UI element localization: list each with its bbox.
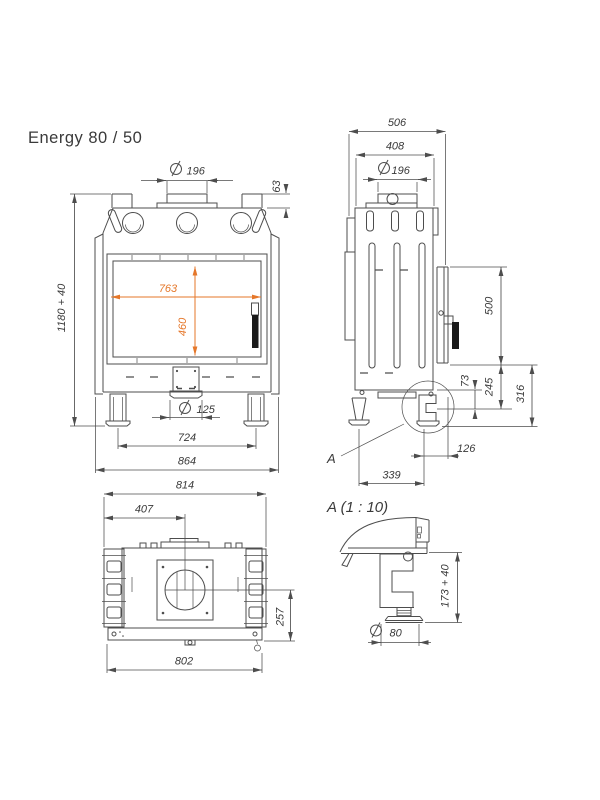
detail-leader-line <box>340 423 405 457</box>
back-panel-lower <box>344 251 356 341</box>
dim-front-overall-width: 864 <box>95 397 279 473</box>
dim-text-leg-height: 173 + 40 <box>440 564 452 608</box>
top-flue-outlet <box>156 559 295 621</box>
convection-slot <box>368 242 376 369</box>
top-side-brackets <box>102 548 268 628</box>
dim-top-flue-center: 407 <box>104 504 186 590</box>
dim-text-center-to-back: 257 <box>275 607 287 627</box>
glass-door <box>106 253 268 365</box>
front-lip <box>341 553 354 568</box>
dim-text-top-width: 814 <box>176 480 194 492</box>
dim-text-flange-height: 73 <box>460 374 472 387</box>
side-view: A 506 408 196 <box>326 117 538 486</box>
dim-text-glass-height: 460 <box>177 317 189 336</box>
dim-text-overall-height: 1180 + 40 <box>56 283 68 332</box>
corner-vent-left <box>107 209 123 233</box>
side-wings <box>94 233 280 395</box>
dim-text-overall-depth: 506 <box>388 117 407 129</box>
dim-text-glass-width: 763 <box>159 283 178 295</box>
dim-side-flue-diameter: 196 <box>363 159 431 192</box>
diameter-symbol <box>378 159 390 176</box>
detail-leg <box>379 553 424 623</box>
back-panel-upper <box>346 217 356 253</box>
front-leg <box>416 394 440 427</box>
dim-side-flange-height: 73 <box>437 374 512 419</box>
top-view: 814 407 257 802 <box>102 480 295 673</box>
diameter-symbol <box>370 622 382 638</box>
dim-intake-diameter: 125 <box>152 399 220 420</box>
dim-text-collar-height: 63 <box>271 180 283 193</box>
top-body <box>121 538 263 629</box>
side-collar <box>365 193 418 209</box>
dim-text-base-height: 316 <box>515 384 527 403</box>
foot-plate <box>384 616 424 623</box>
back-leg <box>348 397 370 426</box>
dim-text-side-flue-diameter: 196 <box>392 165 411 177</box>
intake-tray <box>169 390 203 399</box>
dim-feet-spacing-front: 724 <box>117 428 257 449</box>
side-door <box>436 266 459 364</box>
front-view: 1180 + 40 196 63 763 460 <box>56 160 290 473</box>
flue-collar-front <box>166 193 208 204</box>
dim-detail-leg-height: 173 + 40 <box>425 552 462 623</box>
top-front-strip <box>107 627 263 652</box>
dim-top-overall-width: 814 <box>103 480 267 547</box>
diameter-symbol <box>179 399 191 416</box>
dim-side-body-depth: 408 <box>355 141 435 206</box>
dim-text-intake-diameter: 125 <box>197 404 216 416</box>
front-body <box>94 207 280 395</box>
corner-vent-right <box>251 209 267 233</box>
side-body <box>344 207 439 391</box>
page-title: Energy 80 / 50 <box>28 129 142 147</box>
dim-text-flue-diameter: 196 <box>187 166 206 178</box>
dim-text-feet-spacing: 724 <box>178 432 196 444</box>
detail-view: A (1 : 10) 173 + 40 <box>326 499 462 646</box>
damper-knob <box>386 193 399 205</box>
convection-slot <box>418 242 426 369</box>
door-hinge <box>251 302 259 316</box>
dim-text-front-width: 802 <box>175 656 193 668</box>
dim-text-foot-diameter: 80 <box>390 628 403 640</box>
door-handle-side <box>452 322 459 349</box>
dim-text-overall-width: 864 <box>178 456 196 468</box>
dim-side-glass-height: 500 <box>450 266 507 365</box>
door-handle <box>252 315 259 348</box>
dim-text-side-feet-spacing: 339 <box>382 470 400 482</box>
dim-text-front-offset: 126 <box>457 443 476 455</box>
convection-slot <box>393 242 401 369</box>
detail-body-profile <box>339 517 430 568</box>
dim-side-feet-spacing: 339 <box>358 429 424 486</box>
detail-marker-circle <box>401 380 455 434</box>
front-legs <box>105 393 269 427</box>
dim-top-center-to-back: 257 <box>264 590 295 642</box>
dim-side-front-offset: 126 <box>411 397 476 486</box>
front-lower-panel <box>126 366 260 399</box>
dim-side-base-height: 316 <box>442 365 538 427</box>
dim-text-lower-height: 245 <box>484 377 496 397</box>
dim-front-overall-height: 1180 + 40 <box>56 193 111 427</box>
chain-ring <box>254 644 261 652</box>
air-outlet-circles <box>122 212 252 234</box>
dim-glass-width: 763 <box>111 283 261 300</box>
detail-title: A (1 : 10) <box>326 499 388 516</box>
dim-front-collar-height: 63 <box>262 180 290 218</box>
dim-detail-foot-diameter: 80 <box>368 622 431 646</box>
diameter-symbol <box>170 160 182 177</box>
dim-front-flue-diameter: 196 <box>141 160 233 193</box>
detail-label: A <box>326 451 336 466</box>
dim-glass-height: 460 <box>177 266 198 356</box>
front-top-plate <box>111 193 263 209</box>
dim-side-overall-depth: 506 <box>348 117 446 265</box>
side-base: A <box>326 380 455 466</box>
dim-text-side-glass-height: 500 <box>484 296 496 315</box>
dim-text-body-depth: 408 <box>386 141 405 153</box>
dim-side-lower-height: 245 <box>450 364 538 409</box>
dim-text-flue-center: 407 <box>135 504 154 516</box>
dim-top-front-width: 802 <box>106 644 263 673</box>
